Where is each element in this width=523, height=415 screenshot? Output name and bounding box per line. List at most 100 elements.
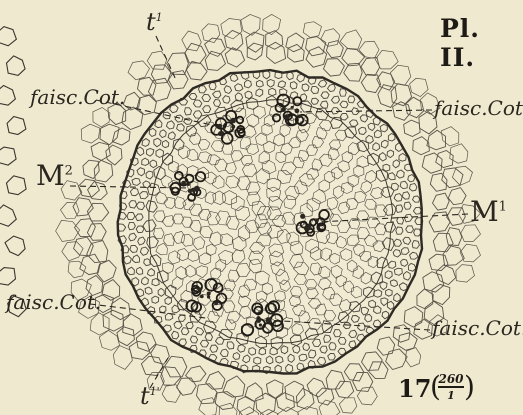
outer-cell (441, 127, 459, 146)
label-t1-bottom: t1' (140, 384, 160, 408)
phloem-cell (284, 114, 289, 119)
magnification: ( 260 1 ) (430, 366, 472, 406)
outer-cell (205, 51, 225, 70)
phloem-cell (256, 316, 260, 320)
outer-cell (225, 48, 244, 67)
outer-cell (433, 233, 453, 252)
phloem-cell (259, 323, 262, 326)
phloem-cell (221, 131, 224, 134)
outer-cell (129, 341, 150, 359)
outer-cell (93, 108, 110, 127)
outer-cell (326, 370, 345, 389)
outer-cell (319, 400, 340, 415)
outer-cell (357, 387, 377, 405)
phloem-cell (231, 125, 235, 129)
fragment-cell (0, 86, 15, 106)
phloem-cell (295, 108, 300, 113)
fraction-bar (438, 386, 464, 388)
outer-cell (112, 128, 130, 145)
outer-cell (185, 43, 206, 63)
phloem-cell (181, 181, 186, 186)
phloem-cell (230, 118, 236, 124)
outer-cell (117, 327, 134, 346)
outer-cell (103, 310, 124, 331)
outer-cell (100, 124, 119, 145)
phloem-cell (298, 114, 302, 118)
label-m1-sup: 1 (499, 200, 507, 215)
outer-cell (456, 265, 475, 283)
outer-cell (215, 392, 235, 410)
magnification-denominator: 1 (438, 389, 464, 402)
outer-cell (405, 348, 420, 367)
phloem-cell (307, 227, 311, 231)
outer-cell (81, 124, 100, 143)
outer-cell (56, 220, 80, 241)
label-m2-sup: 2 (65, 164, 73, 179)
fragment-cell (7, 56, 26, 76)
outer-cell (87, 203, 108, 221)
phloem-cell (300, 214, 305, 219)
outer-cell (202, 24, 220, 43)
outer-cell (335, 381, 353, 398)
outer-cell (362, 352, 383, 371)
fragment-cell (7, 117, 26, 135)
phloem-cell (200, 295, 204, 299)
outer-cell (344, 63, 363, 81)
outer-cell (359, 41, 379, 58)
magnification-numerator: 260 (438, 372, 464, 386)
outer-cell (361, 74, 380, 92)
fragment-cell (0, 268, 16, 286)
phloem-cell (198, 287, 202, 291)
outer-cell (286, 33, 304, 52)
phloem-cell (187, 183, 190, 186)
outer-cell (162, 385, 180, 403)
outer-cell (321, 29, 340, 47)
phloem-cell (207, 292, 211, 296)
outer-cell (429, 254, 448, 270)
outer-cell (375, 50, 398, 69)
phloem-cell (315, 219, 319, 223)
outer-cell (266, 31, 283, 50)
phloem-cell (207, 295, 210, 298)
label-m2: M2 (36, 162, 73, 190)
figure-number: 17 (398, 374, 431, 403)
outer-cell (422, 153, 442, 173)
outer-cell (147, 51, 166, 69)
outer-cell (342, 49, 365, 66)
phloem-cell (291, 106, 294, 109)
label-m2-text: M (36, 159, 65, 192)
outer-cell (296, 388, 314, 409)
outer-cell (433, 193, 450, 210)
outer-cell (94, 160, 113, 182)
outer-cell (91, 142, 110, 160)
label-t1-bottom-sup: 1' (150, 385, 160, 398)
phloem-cell (214, 302, 218, 306)
plate-number: Pl. II. (440, 14, 523, 72)
outer-cell (221, 19, 242, 39)
outer-cell (246, 32, 264, 52)
outer-cell (61, 203, 80, 219)
outer-cell (450, 144, 468, 163)
outer-cell (182, 31, 202, 51)
outer-cell (138, 77, 156, 95)
outer-cell (83, 160, 99, 178)
label-faisc-bottom-left: faisc.Cot. (6, 292, 101, 312)
outer-cell (62, 242, 83, 261)
outer-cell (386, 349, 407, 370)
outer-cell (68, 261, 86, 278)
label-t1-bottom-text: t (140, 382, 150, 410)
outer-cell (223, 376, 245, 397)
label-m1-text: M (470, 195, 499, 228)
phloem-cell (281, 107, 286, 112)
outer-cell (186, 61, 207, 80)
label-t1-top-text: t (146, 8, 156, 36)
outer-cell (361, 57, 380, 75)
fragment-cell (0, 205, 16, 226)
outer-cell (285, 381, 305, 403)
outer-cell (206, 371, 225, 389)
outer-cell (87, 241, 108, 263)
outer-cell (87, 224, 106, 241)
label-m1: M1 (470, 198, 507, 226)
outer-cell (417, 289, 433, 309)
fragment-cell (5, 236, 25, 256)
